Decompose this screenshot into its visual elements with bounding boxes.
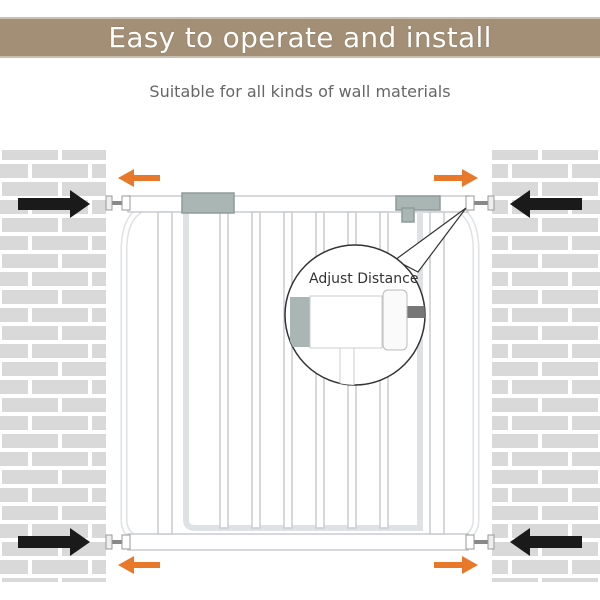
title-banner: Easy to operate and install xyxy=(0,17,600,58)
push-arrow-icon xyxy=(18,190,582,556)
callout-label: Adjust Distance xyxy=(309,271,418,287)
adjust-distance-callout: Adjust Distance xyxy=(284,207,467,386)
subtitle: Suitable for all kinds of wall materials xyxy=(149,82,451,101)
pressure-bolts xyxy=(105,195,495,550)
banner-title: Easy to operate and install xyxy=(108,21,492,54)
left-brick-wall xyxy=(0,150,106,582)
right-brick-wall xyxy=(492,150,600,582)
adjust-arrow-icon xyxy=(118,169,478,574)
